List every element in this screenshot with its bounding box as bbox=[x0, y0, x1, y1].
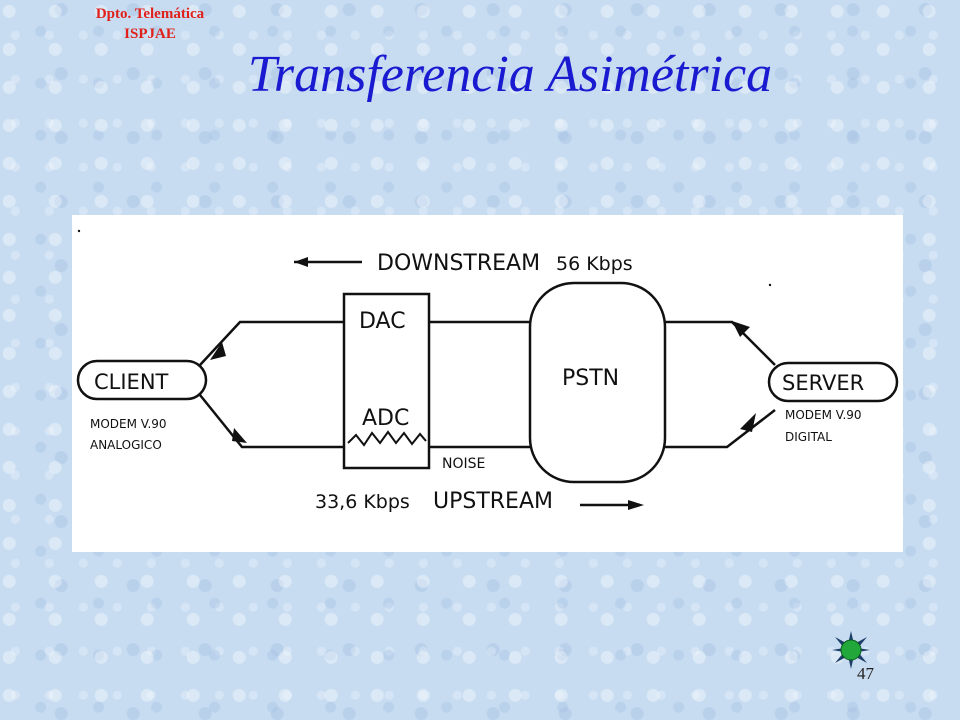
pstn-box bbox=[528, 281, 667, 484]
org-line-institution: ISPJAE bbox=[124, 26, 176, 42]
downstream-arrow-head bbox=[294, 257, 308, 267]
upstream-label: UPSTREAM bbox=[433, 489, 553, 514]
client-downstream-line bbox=[199, 320, 344, 366]
server-modem-line1: MODEM V.90 bbox=[785, 408, 862, 422]
pstn-server-downstream-line bbox=[665, 320, 776, 366]
modem-diagram: DOWNSTREAM 56 Kbps CLIENT MODEM V.90 ANA… bbox=[76, 229, 899, 514]
noise-label: NOISE bbox=[442, 456, 485, 472]
modem-diagram-panel: DOWNSTREAM 56 Kbps CLIENT MODEM V.90 ANA… bbox=[72, 215, 903, 552]
client-up-arrow bbox=[232, 428, 247, 443]
org-line-dept: Dpto. Telemática bbox=[95, 6, 205, 22]
pstn-server-upstream-line bbox=[665, 409, 776, 449]
noise-zigzag bbox=[347, 430, 427, 447]
pstn-label: PSTN bbox=[562, 366, 619, 391]
server-down-arrow bbox=[732, 321, 750, 337]
downstream-rate: 56 Kbps bbox=[556, 253, 633, 275]
client-modem-line1: MODEM V.90 bbox=[90, 417, 167, 431]
compass-star-icon[interactable] bbox=[832, 631, 870, 669]
server-box bbox=[767, 361, 899, 403]
upstream-rate: 33,6 Kbps bbox=[315, 491, 410, 513]
dac-label: DAC bbox=[359, 309, 406, 334]
server-label: SERVER bbox=[782, 371, 864, 395]
client-modem-line2: ANALOGICO bbox=[90, 438, 162, 452]
downstream-label: DOWNSTREAM bbox=[377, 251, 540, 276]
server-modem-line2: DIGITAL bbox=[785, 430, 832, 444]
client-upstream-line bbox=[199, 394, 344, 449]
compass-star-icon-graphic bbox=[832, 631, 870, 669]
client-label: CLIENT bbox=[94, 370, 169, 394]
adc-label: ADC bbox=[362, 406, 409, 431]
client-down-arrow bbox=[210, 342, 226, 360]
org-header: Dpto. Telemática ISPJAE bbox=[70, 4, 230, 44]
page-number: 47 bbox=[857, 664, 874, 683]
upstream-arrow-head bbox=[628, 500, 644, 510]
client-box bbox=[76, 359, 208, 401]
slide-title: Transferencia Asimétrica bbox=[247, 46, 773, 103]
server-up-arrow bbox=[740, 413, 756, 432]
